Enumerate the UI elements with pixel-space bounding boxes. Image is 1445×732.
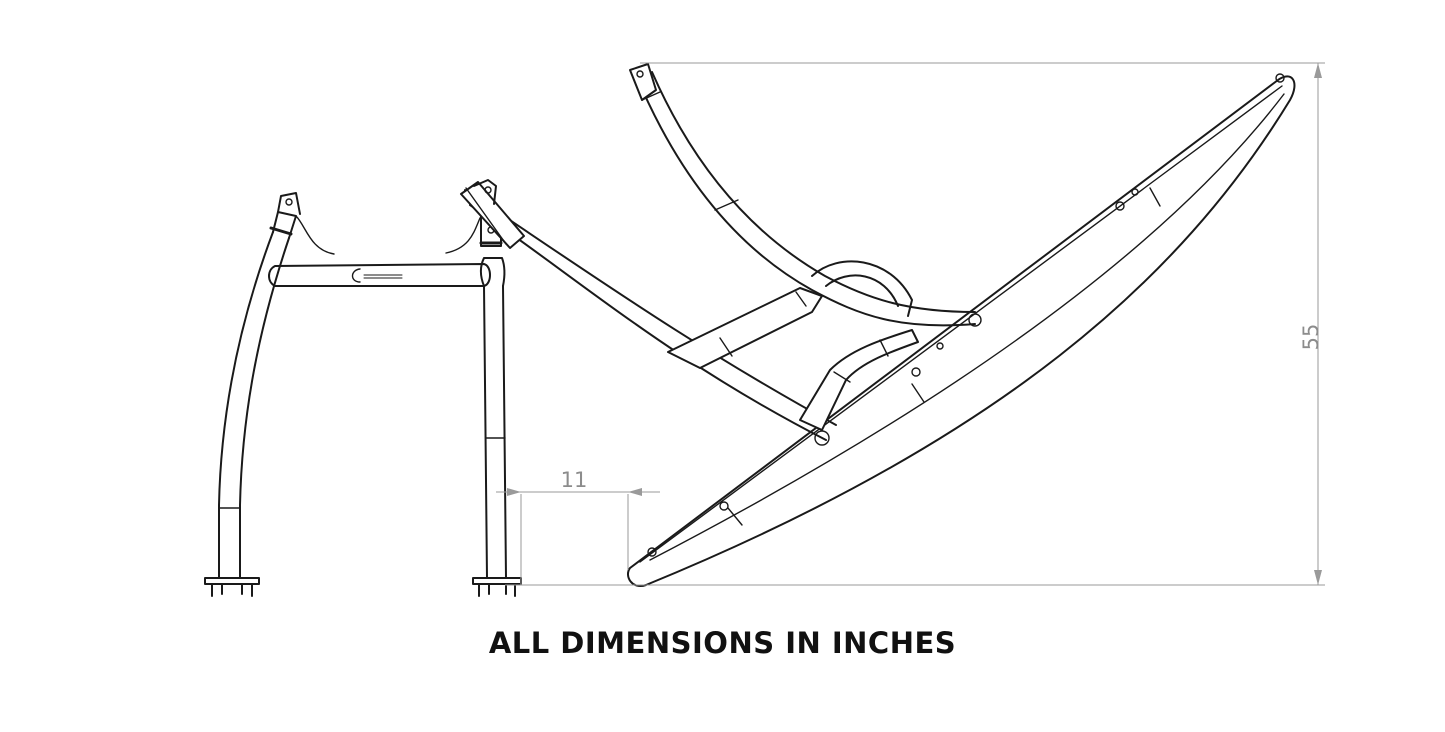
brand-logo xyxy=(351,268,403,283)
dimension-vertical-value: 55 xyxy=(1299,324,1323,351)
dimension-horizontal: 11 xyxy=(496,468,660,585)
dimension-horizontal-value: 11 xyxy=(561,468,588,492)
tower-side-view xyxy=(460,63,1296,588)
dimension-vertical: 55 xyxy=(505,62,1325,586)
tower-front-view xyxy=(204,192,522,597)
dimensions-caption: ALL DIMENSIONS IN INCHES xyxy=(488,626,957,660)
